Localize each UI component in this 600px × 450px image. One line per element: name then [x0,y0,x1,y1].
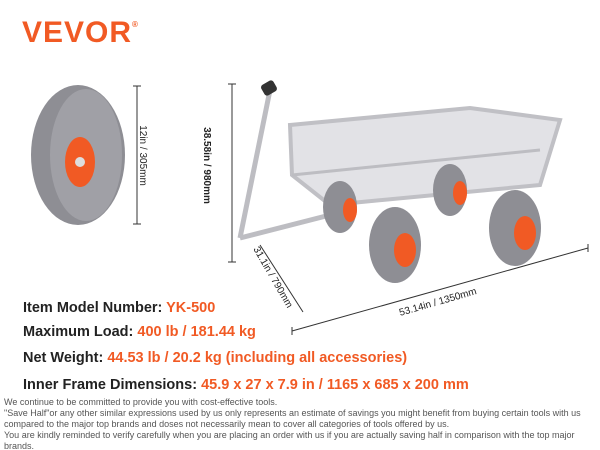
registered-mark: ® [132,20,139,29]
disclaimer-line: compared to the major top brands and dos… [4,419,450,429]
logo-text: VEVOR [22,16,133,49]
disclaimer-line: We continue to be committed to provide y… [4,397,278,407]
brand-logo: VEVOR® [22,16,139,50]
spec-label: Maximum Load: [23,324,138,340]
spec-inner-frame: Inner Frame Dimensions: 45.9 x 27 x 7.9 … [23,377,469,393]
wagon-dimension-lines [228,83,589,335]
wheel-image [31,85,125,225]
spec-value: 44.53 lb / 20.2 kg (including all access… [107,350,408,366]
spec-label: Item Model Number: [23,300,167,316]
spec-net-weight: Net Weight: 44.53 lb / 20.2 kg (includin… [23,350,407,366]
spec-value: 400 lb / 181.44 kg [137,324,256,340]
spec-max-load: Maximum Load: 400 lb / 181.44 kg [23,324,256,340]
wagon-wheels [323,164,541,283]
disclaimer-line: You are kindly reminded to verify carefu… [4,430,575,450]
disclaimer-line: "Save Half"or any other similar expressi… [4,408,581,418]
spec-value: 45.9 x 27 x 7.9 in / 1165 x 685 x 200 mm [201,377,469,393]
wheel-diameter-label: 12in / 305mm [136,125,148,186]
height-label: 38.58in / 980mm [200,127,212,204]
wheel-dimension-line [133,85,141,225]
disclaimer: We continue to be committed to provide y… [4,397,600,450]
spec-model: Item Model Number: YK-500 [23,300,215,316]
spec-value: YK-500 [166,300,216,316]
spec-label: Net Weight: [23,350,108,366]
wagon-image [237,89,563,241]
spec-label: Inner Frame Dimensions: [23,377,202,393]
